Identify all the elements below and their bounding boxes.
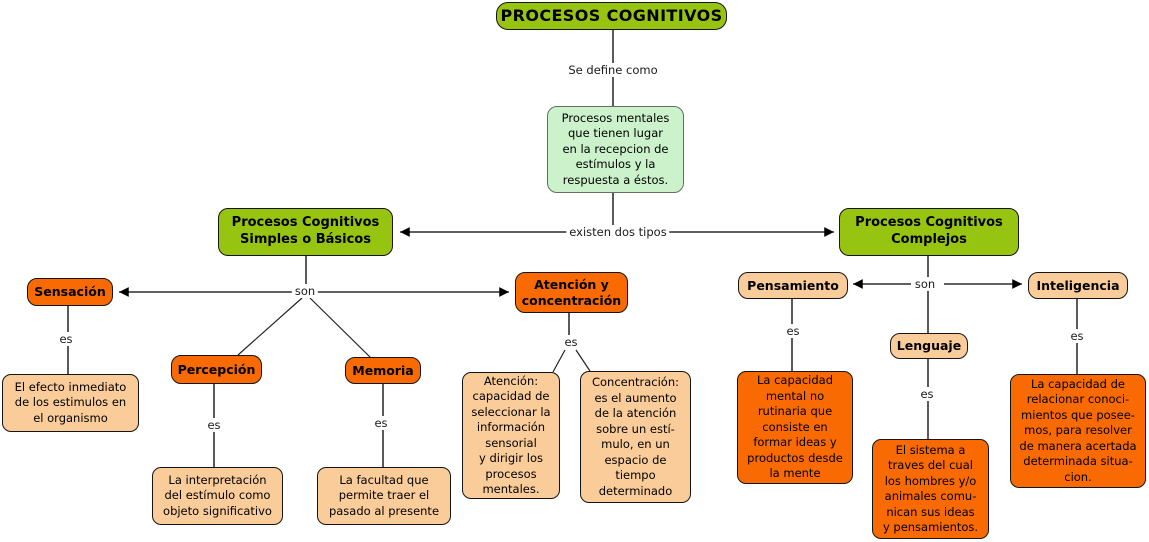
node-inteligencia-definicion[interactable]: La capacidad de relacionar conoci- mient… — [1010, 374, 1146, 488]
connector-es-atencion-def — [552, 349, 566, 373]
node-atencion-definicion[interactable]: Atención: capacidad de seleccionar la in… — [462, 372, 560, 499]
node-concentracion-definicion[interactable]: Concentración: es el aumento de la atenc… — [580, 371, 691, 503]
node-sensacion-definicion[interactable]: El efecto inmediato de los estimulos en … — [2, 374, 139, 432]
node-atencion-concentracion[interactable]: Atención y concentración — [515, 272, 628, 313]
node-percepcion-definicion[interactable]: La interpretación del estímulo como obje… — [152, 467, 283, 525]
connector-son-percepcion — [237, 297, 303, 356]
node-memoria-definicion[interactable]: La facultad que permite traer el pasado … — [317, 467, 451, 525]
link-label-son-simples[interactable]: son — [291, 284, 319, 298]
node-percepcion[interactable]: Percepción — [171, 355, 262, 384]
link-label-es-memoria[interactable]: es — [371, 416, 391, 430]
node-inteligencia[interactable]: Inteligencia — [1028, 272, 1128, 299]
link-label-es-inteligencia[interactable]: es — [1067, 329, 1087, 343]
node-procesos-complejos[interactable]: Procesos Cognitivos Complejos — [839, 208, 1019, 256]
node-memoria[interactable]: Memoria — [345, 357, 421, 384]
node-lenguaje[interactable]: Lenguaje — [890, 333, 968, 359]
node-lenguaje-definicion[interactable]: El sistema a traves del cual los hombres… — [872, 439, 989, 539]
node-procesos-simples[interactable]: Procesos Cognitivos Simples o Básicos — [218, 208, 393, 256]
node-pensamiento[interactable]: Pensamiento — [738, 272, 848, 299]
link-label-es-lenguaje[interactable]: es — [917, 387, 937, 401]
connector-es-concentracion-def — [575, 349, 591, 372]
node-definicion[interactable]: Procesos mentales que tienen lugar en la… — [547, 106, 684, 193]
link-label-es-sensacion[interactable]: es — [56, 332, 76, 346]
node-procesos-cognitivos[interactable]: PROCESOS COGNITIVOS — [496, 2, 727, 30]
link-label-son-complejos[interactable]: son — [911, 277, 939, 291]
node-sensacion[interactable]: Sensación — [27, 278, 113, 306]
link-label-es-atencion[interactable]: es — [561, 335, 581, 349]
link-label-es-pensamiento[interactable]: es — [783, 324, 803, 338]
link-label-se-define-como[interactable]: Se define como — [565, 63, 661, 77]
node-pensamiento-definicion[interactable]: La capacidad mental no rutinaria que con… — [737, 371, 853, 484]
link-label-existen-dos-tipos[interactable]: existen dos tipos — [566, 225, 670, 239]
link-label-es-percepcion[interactable]: es — [204, 418, 224, 432]
connector-son-memoria — [309, 297, 372, 359]
